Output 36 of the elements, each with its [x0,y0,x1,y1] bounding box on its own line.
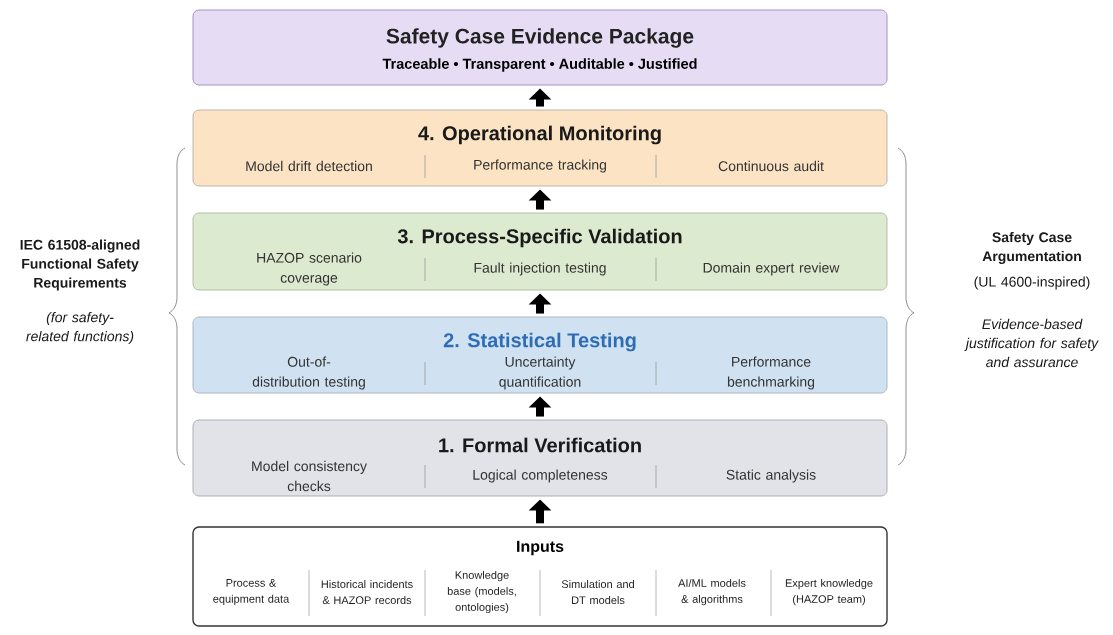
input-item: Knowledge base (models, ontologies) [447,570,516,614]
stage-item: Logical completeness [473,469,608,483]
stage-box [192,316,888,394]
side-heading: IEC 61508-aligned Functional Safety Requirements [20,239,140,291]
box-title: Safety Case Evidence Package [386,28,694,48]
side-note: (UL 4600-inspired) [974,276,1090,290]
stage-title: 4. Operational Monitoring [418,125,661,145]
inputs-box [192,526,888,627]
stage-item: Performance benchmarking [727,356,815,390]
inputs-title: Inputs [517,540,564,556]
stage-item: Uncertainty quantification [499,356,581,390]
evidence-package-box [192,9,888,86]
stage-item: HAZOP scenario coverage [257,252,362,286]
stage-item: Continuous audit [718,160,824,172]
stage-title: 1. Formal Verification [439,437,641,453]
stage-box [192,109,888,187]
stage-title: 2. Statistical Testing [443,332,636,352]
input-item: AI/ML models & algorithms [678,578,746,606]
stage-box [192,212,888,291]
stage-item: Model drift detection [246,160,372,172]
side-heading: Safety Case Argumentation [982,231,1081,265]
input-item: Historical incidents & HAZOP records [321,579,413,605]
quality-list: Traceable • Transparent • Auditable • Justified [382,58,697,72]
input-item: Process & equipment data [213,579,290,605]
stage-item: Domain expert review [703,262,840,276]
stage-item: Static analysis [726,469,816,483]
stage-box [192,419,888,497]
stage-title: 3. Process-Specific Validation [397,228,682,248]
input-item: Simulation and DT models [561,579,634,605]
stage-item: Fault injection testing [474,262,606,276]
stage-item: Performance tracking [474,159,606,173]
side-note: (for safety-related functions) [26,312,134,345]
stage-item: Out-of-distribution testing [252,356,365,390]
stage-item: Model consistency checks [252,460,367,492]
input-item: Expert knowledge (HAZOP team) [785,578,873,606]
side-note: Evidence-based justification for safety and assurance [964,318,1099,368]
